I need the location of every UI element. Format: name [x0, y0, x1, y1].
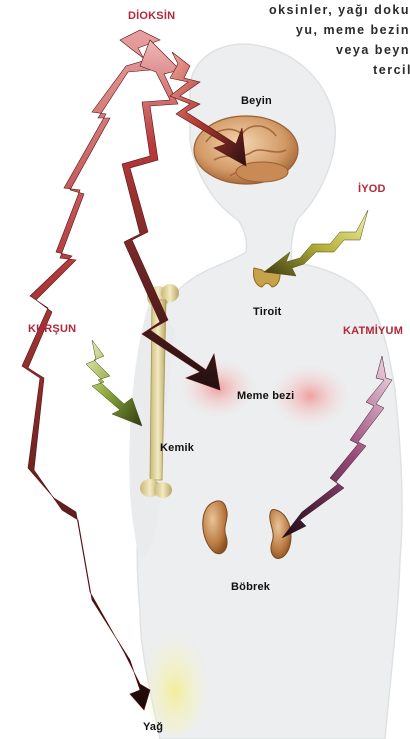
- label-bobrek: Böbrek: [231, 581, 270, 593]
- label-katmiyum: KATMİYUM: [343, 325, 403, 337]
- label-tiroit: Tiroit: [253, 306, 282, 318]
- caption-text: oksinler, yağı doku yu, meme bezin veya …: [210, 0, 410, 80]
- caption-line: oksinler, yağı doku: [210, 0, 410, 20]
- label-beyin: Beyin: [241, 95, 272, 107]
- label-kemik: Kemik: [160, 442, 194, 454]
- label-yag: Yağ: [143, 721, 163, 733]
- label-dioksin: DİOKSİN: [128, 10, 175, 22]
- caption-line: veya beyn: [210, 40, 410, 60]
- label-kursun: KURŞUN: [28, 323, 76, 335]
- caption-line: yu, meme bezin: [210, 20, 410, 40]
- caption-line: tercil: [210, 60, 410, 80]
- label-meme-bezi: Meme bezi: [237, 390, 294, 402]
- fat-tissue: [143, 625, 207, 735]
- brain-organ: [194, 116, 298, 184]
- label-iyod: İYOD: [358, 183, 386, 195]
